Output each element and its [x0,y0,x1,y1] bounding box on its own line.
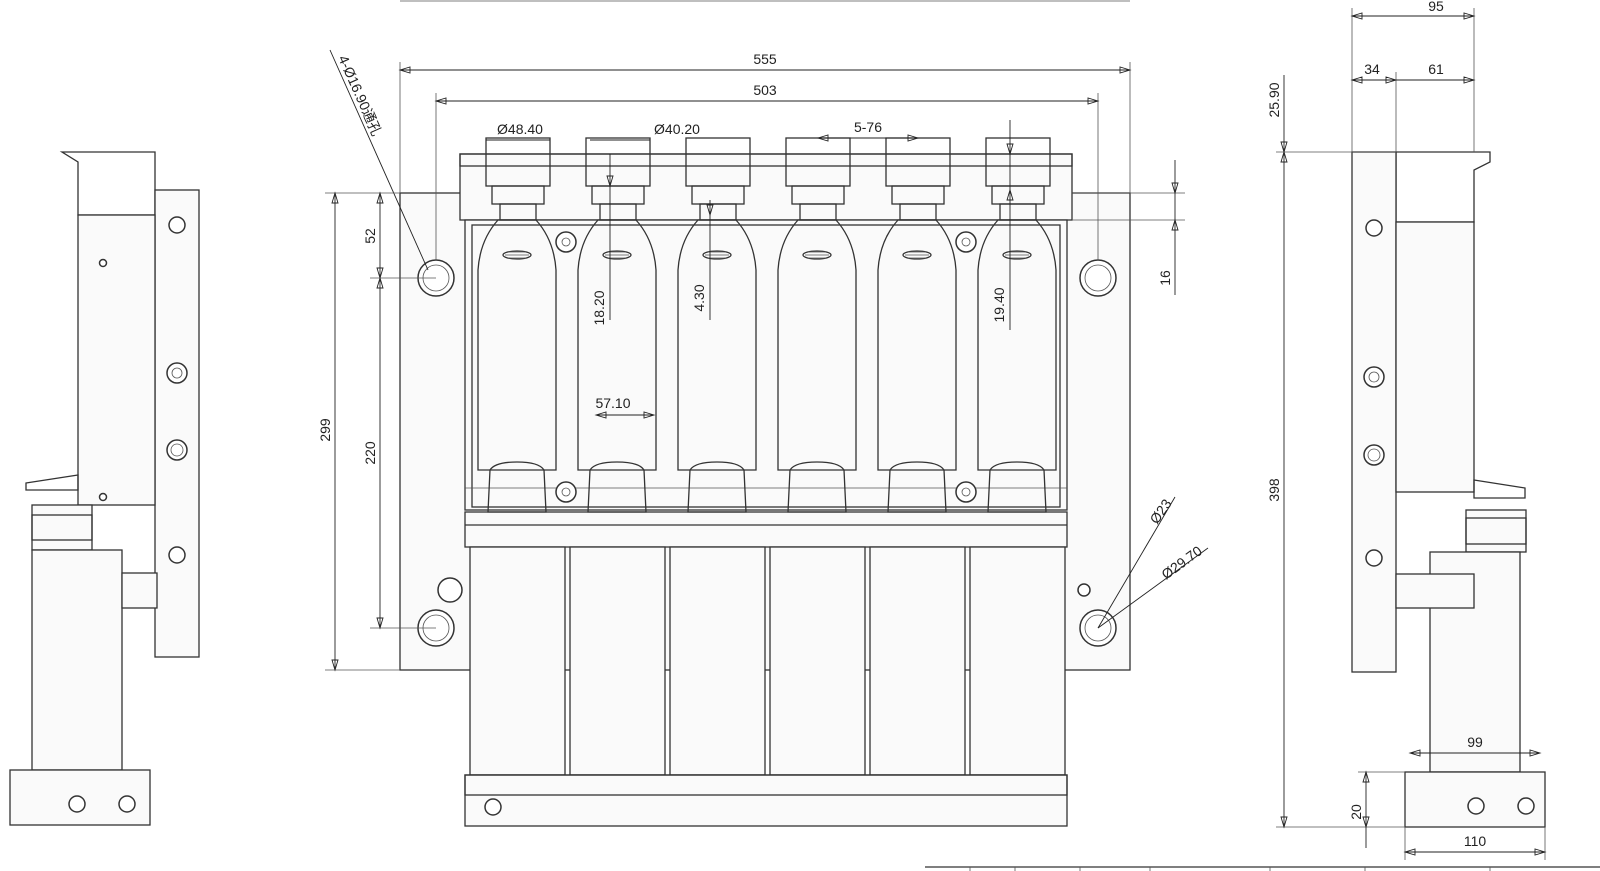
dim-220: 220 [362,441,378,465]
left-side-view [9,151,200,826]
dim-61: 61 [1428,61,1444,77]
bottle-logos [505,251,1029,259]
dim-503: 503 [753,82,777,98]
dim-34: 34 [1364,61,1380,77]
front-view [399,0,1131,827]
dim-20: 20 [1348,804,1364,820]
dim-hole-23: Ø23 [1146,496,1174,527]
side-dimensions: 95 34 61 25.90 398 99 20 110 [1266,0,1547,860]
dim-398: 398 [1266,478,1282,502]
dim-19-40: 19.40 [991,287,1007,322]
dim-body: Ø40.20 [654,121,700,137]
front-dimensions: 555 503 Ø48.40 Ø40.20 5-76 4-Ø16.90通孔 29… [317,49,1209,672]
dim-555: 555 [753,51,777,67]
holes-note: 4-Ø16.90通孔 [335,53,385,138]
dim-299: 299 [317,418,333,442]
dim-pitch: 5-76 [854,119,882,135]
dim-52: 52 [362,228,378,244]
dim-hole-29-70: Ø29.70 [1158,542,1205,582]
dim-18-20: 18.20 [591,290,607,325]
dim-57-10: 57.10 [595,395,630,411]
dim-16: 16 [1157,270,1173,286]
bottle-2 [577,137,657,513]
dim-95: 95 [1428,0,1444,14]
dim-4-30: 4.30 [691,284,707,311]
bottle-1 [477,137,557,513]
dim-25-90: 25.90 [1266,82,1282,117]
bottle-3 [677,137,757,513]
dim-110: 110 [1464,833,1487,849]
dim-neck: Ø48.40 [497,121,543,137]
title-block-edge [925,866,1600,871]
bottle-6 [977,137,1057,513]
right-side-view [1351,151,1546,828]
dim-99: 99 [1467,734,1483,750]
